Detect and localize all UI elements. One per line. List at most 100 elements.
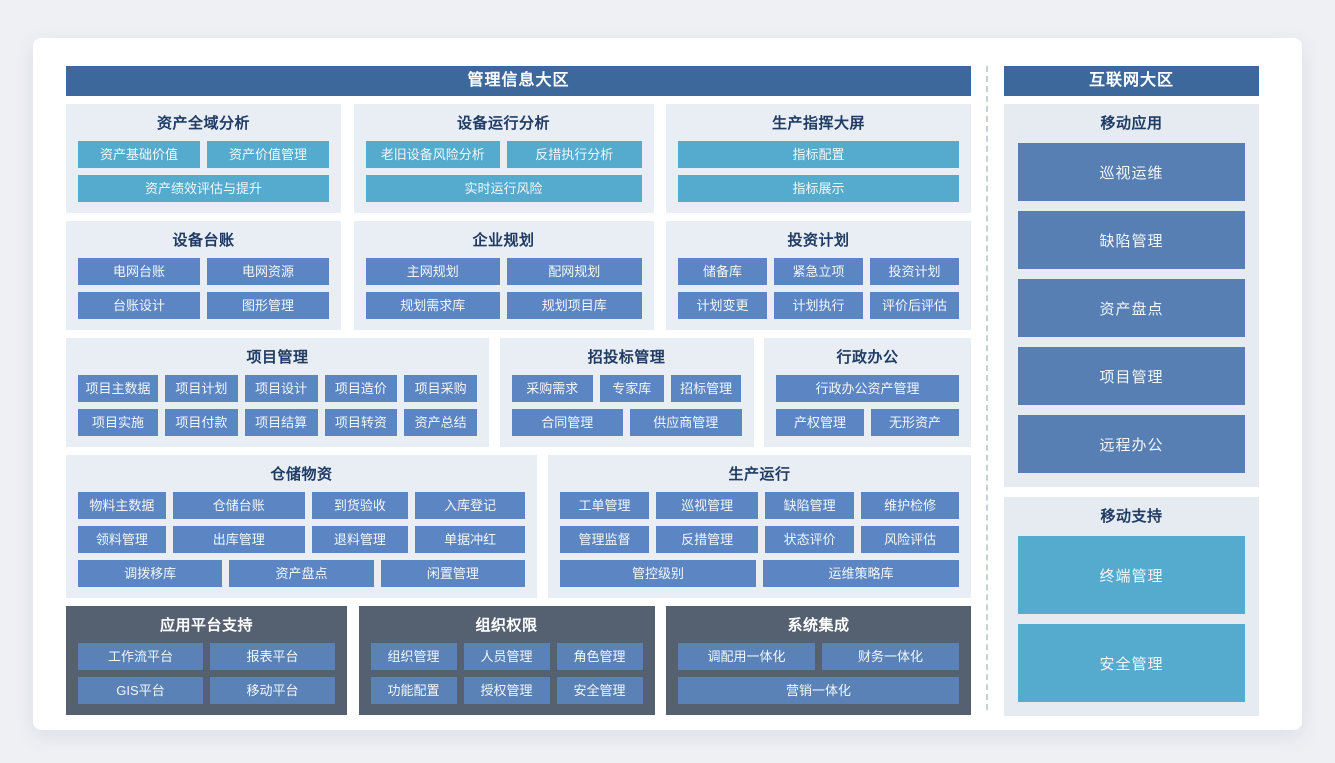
group-body: 工单管理巡视管理缺陷管理维护检修管理监督反措管理状态评价风险评估管控级别运维策略…: [560, 492, 959, 587]
module-button[interactable]: 规划项目库: [507, 292, 642, 319]
module-button[interactable]: 资产绩效评估与提升: [78, 175, 329, 202]
module-button[interactable]: 行政办公资产管理: [776, 375, 959, 402]
module-button[interactable]: 缺陷管理: [765, 492, 855, 519]
module-button[interactable]: GIS平台: [78, 677, 203, 704]
module-button[interactable]: 电网台账: [78, 258, 200, 285]
module-button[interactable]: 资产总结: [404, 409, 478, 436]
module-button-row: 合同管理供应商管理: [511, 409, 742, 436]
module-button[interactable]: 项目管理: [1018, 347, 1245, 405]
module-button[interactable]: 闲置管理: [380, 560, 525, 587]
module-button[interactable]: 配网规划: [507, 258, 642, 285]
module-button[interactable]: 项目采购: [404, 375, 478, 402]
module-button[interactable]: 单据冲红: [415, 526, 525, 553]
module-button[interactable]: 缺陷管理: [1018, 211, 1245, 269]
module-button[interactable]: 资产基础价值: [78, 141, 200, 168]
module-button[interactable]: 项目付款: [165, 409, 238, 436]
module-button[interactable]: 物料主数据: [78, 492, 166, 519]
module-button[interactable]: 安全管理: [556, 677, 643, 704]
module-button[interactable]: 评价后评估: [870, 292, 959, 319]
module-button-row: 功能配置授权管理安全管理: [370, 677, 643, 704]
module-button[interactable]: 移动平台: [210, 677, 335, 704]
module-button[interactable]: 入库登记: [415, 492, 525, 519]
group-body: 采购需求专家库招标管理合同管理供应商管理: [511, 375, 742, 436]
module-button[interactable]: 项目造价: [324, 375, 398, 402]
module-button[interactable]: 到货验收: [311, 492, 409, 519]
group-title: 生产指挥大屏: [771, 115, 865, 132]
module-button[interactable]: 储备库: [678, 258, 767, 285]
module-button[interactable]: 项目计划: [165, 375, 238, 402]
module-button[interactable]: 安全管理: [1018, 624, 1245, 702]
module-button-row: 资产绩效评估与提升: [78, 175, 329, 202]
module-group: 项目管理项目主数据项目计划项目设计项目造价项目采购项目实施项目付款项目结算项目转…: [66, 338, 489, 447]
module-group: 资产全域分析资产基础价值资产价值管理资产绩效评估与提升: [66, 104, 341, 213]
module-button[interactable]: 电网资源: [207, 258, 329, 285]
module-button[interactable]: 终端管理: [1018, 536, 1245, 614]
module-button[interactable]: 授权管理: [463, 677, 550, 704]
module-button[interactable]: 资产盘点: [1018, 279, 1245, 337]
group-body: 工作流平台报表平台 GIS平台移动平台: [78, 643, 335, 704]
module-group: 仓储物资物料主数据仓储台账到货验收入库登记领料管理出库管理退料管理单据冲红调拨移…: [66, 455, 537, 598]
module-button[interactable]: 供应商管理: [630, 409, 742, 436]
module-button[interactable]: 工作流平台: [78, 643, 203, 670]
module-button[interactable]: 项目转资: [324, 409, 398, 436]
module-button[interactable]: 状态评价: [765, 526, 855, 553]
module-button[interactable]: 项目实施: [78, 409, 159, 436]
module-button-row: 行政办公资产管理: [776, 375, 959, 402]
module-button[interactable]: 指标配置: [678, 141, 959, 168]
module-button[interactable]: 营销一体化: [678, 677, 959, 704]
module-button[interactable]: 投资计划: [870, 258, 959, 285]
module-button[interactable]: 领料管理: [78, 526, 166, 553]
module-button[interactable]: 巡视管理: [655, 492, 759, 519]
module-button[interactable]: 角色管理: [556, 643, 643, 670]
module-button[interactable]: 计划变更: [678, 292, 767, 319]
module-button[interactable]: 计划执行: [774, 292, 863, 319]
module-button[interactable]: 项目结算: [244, 409, 318, 436]
module-button[interactable]: 台账设计: [78, 292, 200, 319]
module-button[interactable]: 主网规划: [365, 258, 500, 285]
module-button[interactable]: 出库管理: [172, 526, 305, 553]
module-button[interactable]: 远程办公: [1018, 415, 1245, 473]
module-button[interactable]: 合同管理: [511, 409, 623, 436]
module-button[interactable]: 风险评估: [861, 526, 959, 553]
module-button[interactable]: 资产盘点: [229, 560, 374, 587]
module-button[interactable]: 人员管理: [463, 643, 550, 670]
module-button[interactable]: 调拨移库: [78, 560, 223, 587]
module-button[interactable]: 工单管理: [560, 492, 649, 519]
module-button[interactable]: 反措管理: [655, 526, 759, 553]
module-button[interactable]: 项目主数据: [78, 375, 159, 402]
module-button[interactable]: 老旧设备风险分析: [365, 141, 500, 168]
group-title: 移动支持: [1100, 508, 1163, 525]
group-title: 投资计划: [787, 232, 850, 249]
module-button[interactable]: 专家库: [599, 375, 664, 402]
module-button[interactable]: 巡视运维: [1018, 143, 1245, 201]
module-button[interactable]: 产权管理: [776, 409, 864, 436]
module-button-row: 组织管理人员管理角色管理: [370, 643, 643, 670]
module-button[interactable]: 财务一体化: [822, 643, 959, 670]
module-button[interactable]: 组织管理: [370, 643, 457, 670]
group-body: 终端管理安全管理: [1018, 536, 1245, 702]
module-button[interactable]: 仓储台账: [172, 492, 305, 519]
module-button[interactable]: 管理监督: [560, 526, 649, 553]
module-button[interactable]: 功能配置: [370, 677, 457, 704]
module-button[interactable]: 项目设计: [244, 375, 318, 402]
module-button[interactable]: 采购需求: [511, 375, 593, 402]
module-button[interactable]: 管控级别: [560, 560, 756, 587]
module-button[interactable]: 维护检修: [861, 492, 959, 519]
group-body: 老旧设备风险分析反措执行分析实时运行风险: [365, 141, 642, 202]
module-button[interactable]: 资产价值管理: [207, 141, 329, 168]
module-group: 组织权限组织管理人员管理角色管理功能配置授权管理安全管理: [358, 606, 655, 715]
module-button[interactable]: 图形管理: [207, 292, 329, 319]
module-button[interactable]: 招标管理: [670, 375, 742, 402]
module-group: 移动支持终端管理安全管理: [1004, 497, 1259, 716]
module-button[interactable]: 无形资产: [871, 409, 959, 436]
module-button[interactable]: 紧急立项: [774, 258, 863, 285]
module-group: 生产运行工单管理巡视管理缺陷管理维护检修管理监督反措管理状态评价风险评估管控级别…: [548, 455, 971, 598]
module-button[interactable]: 规划需求库: [365, 292, 500, 319]
module-button[interactable]: 退料管理: [311, 526, 409, 553]
module-button[interactable]: 报表平台: [210, 643, 335, 670]
module-button[interactable]: 实时运行风险: [365, 175, 642, 202]
module-button[interactable]: 运维策略库: [763, 560, 959, 587]
module-button[interactable]: 指标展示: [678, 175, 959, 202]
module-button[interactable]: 调配用一体化: [678, 643, 815, 670]
module-button[interactable]: 反措执行分析: [507, 141, 642, 168]
